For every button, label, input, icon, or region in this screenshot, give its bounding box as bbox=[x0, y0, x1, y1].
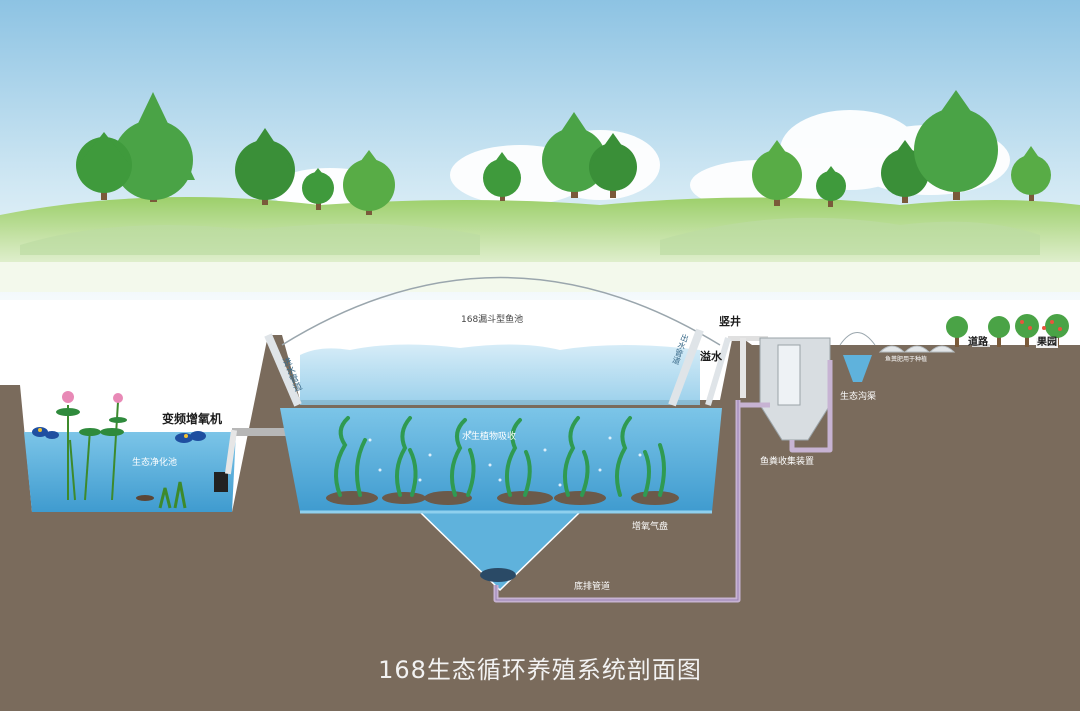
label-aerator: 变频增氧机 bbox=[162, 412, 223, 426]
bottom-mesh bbox=[480, 568, 516, 582]
diagram-caption: 168生态循环养殖系统剖面图 bbox=[378, 656, 702, 684]
trees bbox=[76, 90, 1051, 215]
overflow-pipe bbox=[728, 336, 768, 341]
purification-pond-water bbox=[24, 432, 236, 512]
funnel-pond-water bbox=[280, 408, 722, 512]
label-overflow: 溢水 bbox=[700, 350, 722, 363]
inlet-connector-pipe bbox=[232, 428, 292, 436]
orchard-trees bbox=[946, 314, 1069, 347]
eco-ditch bbox=[843, 355, 872, 382]
label-road: 道路 bbox=[968, 337, 988, 348]
greenhouse-dome bbox=[281, 276, 721, 346]
label-vertical-well: 竖井 bbox=[719, 315, 741, 328]
label-orchard: 果园 bbox=[1036, 337, 1058, 348]
aquatic-plants bbox=[334, 416, 666, 497]
outlet-slope-pipe bbox=[668, 328, 704, 407]
hill-shade bbox=[20, 223, 480, 255]
label-collector: 鱼粪收集装置 bbox=[760, 457, 815, 467]
bubbles bbox=[368, 430, 642, 487]
label-aquatic-plants: 水生植物吸收 bbox=[462, 432, 517, 442]
label-aeration-disc: 增氧气盘 bbox=[632, 522, 669, 532]
label-bottom-pipe: 底排管道 bbox=[574, 582, 611, 592]
pump bbox=[214, 472, 228, 492]
aerator-units bbox=[32, 427, 206, 443]
label-dome: 168漏斗型鱼池 bbox=[461, 315, 524, 325]
vertical-well bbox=[740, 338, 746, 398]
label-purification-pond: 生态净化池 bbox=[132, 458, 178, 468]
label-fertilizer: 鱼粪肥用于种植 bbox=[885, 356, 928, 363]
inlet-slope-pipe bbox=[264, 333, 302, 407]
label-eco-ditch: 生态沟渠 bbox=[840, 392, 877, 402]
